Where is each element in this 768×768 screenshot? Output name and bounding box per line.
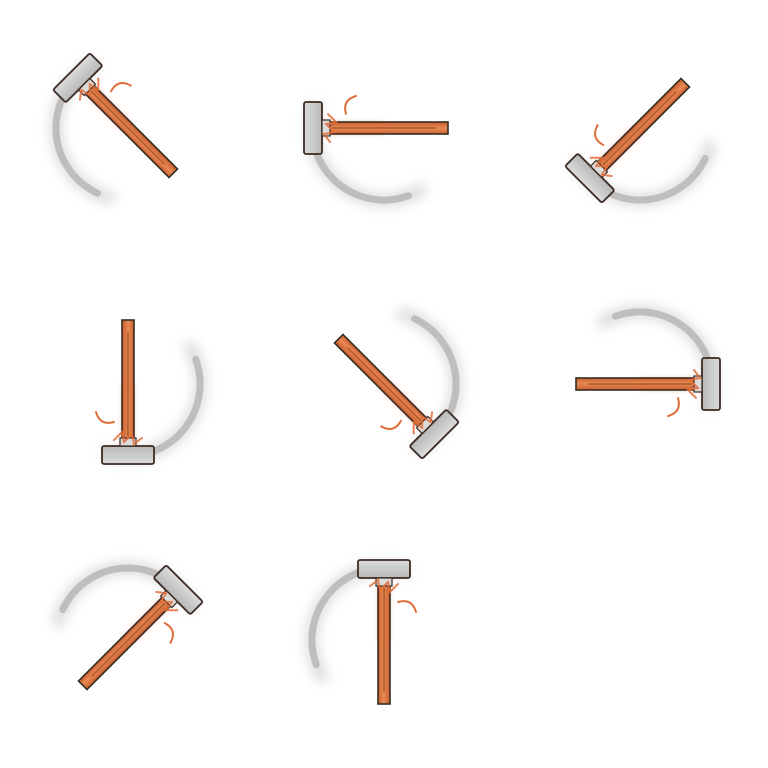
motion-tick bbox=[380, 419, 402, 430]
hammer-icon bbox=[303, 95, 449, 206]
motion-scribble bbox=[412, 411, 434, 435]
hammer-icon bbox=[564, 77, 716, 206]
hammer-icon bbox=[306, 559, 417, 705]
frame-6-graphic bbox=[575, 306, 721, 417]
motion-scribble bbox=[113, 429, 143, 446]
handle-grain bbox=[602, 90, 678, 166]
hammer-icon bbox=[95, 319, 206, 465]
frame-2 bbox=[256, 0, 512, 256]
hammer-head bbox=[303, 101, 323, 155]
motion-tick bbox=[95, 411, 115, 424]
frame-1-graphic bbox=[50, 52, 179, 204]
motion-scribble bbox=[369, 578, 399, 595]
motion-tick bbox=[594, 124, 605, 146]
motion-tick bbox=[344, 95, 357, 115]
motion-scribble bbox=[155, 590, 179, 612]
frame-1 bbox=[0, 0, 256, 256]
swoosh-blur bbox=[571, 140, 716, 206]
frame-3 bbox=[512, 0, 768, 256]
motion-scribble bbox=[685, 369, 702, 399]
frame-2-graphic bbox=[303, 95, 449, 206]
frame-8-graphic bbox=[306, 559, 417, 705]
hammer-icon bbox=[575, 306, 721, 417]
motion-tick bbox=[163, 622, 174, 644]
handle-grain bbox=[90, 602, 166, 678]
motion-tick bbox=[667, 397, 680, 417]
motion-tick bbox=[110, 82, 132, 93]
hammer-icon bbox=[50, 52, 179, 204]
frame-4 bbox=[0, 256, 256, 512]
frame-6 bbox=[512, 256, 768, 512]
frame-3-graphic bbox=[564, 77, 716, 206]
hammer-head bbox=[701, 357, 721, 411]
hammer-head bbox=[101, 445, 155, 465]
hammer-head bbox=[357, 559, 411, 579]
motion-scribble bbox=[78, 77, 100, 101]
motion-scribble bbox=[589, 156, 613, 178]
motion-tick bbox=[397, 600, 417, 613]
frame-8 bbox=[256, 512, 512, 768]
swoosh-blur bbox=[50, 59, 116, 204]
hammer-icon bbox=[333, 308, 462, 460]
frame-4-graphic bbox=[95, 319, 206, 465]
swoosh-blur bbox=[52, 562, 197, 628]
swoosh-blur bbox=[396, 308, 462, 453]
motion-scribble bbox=[322, 113, 339, 143]
handle-grain bbox=[346, 346, 422, 422]
frame-7 bbox=[0, 512, 256, 768]
frame-5-graphic bbox=[333, 308, 462, 460]
hammer-icon bbox=[52, 562, 204, 691]
frame-5 bbox=[256, 256, 512, 512]
frame-7-graphic bbox=[52, 562, 204, 691]
handle-grain bbox=[90, 90, 166, 166]
